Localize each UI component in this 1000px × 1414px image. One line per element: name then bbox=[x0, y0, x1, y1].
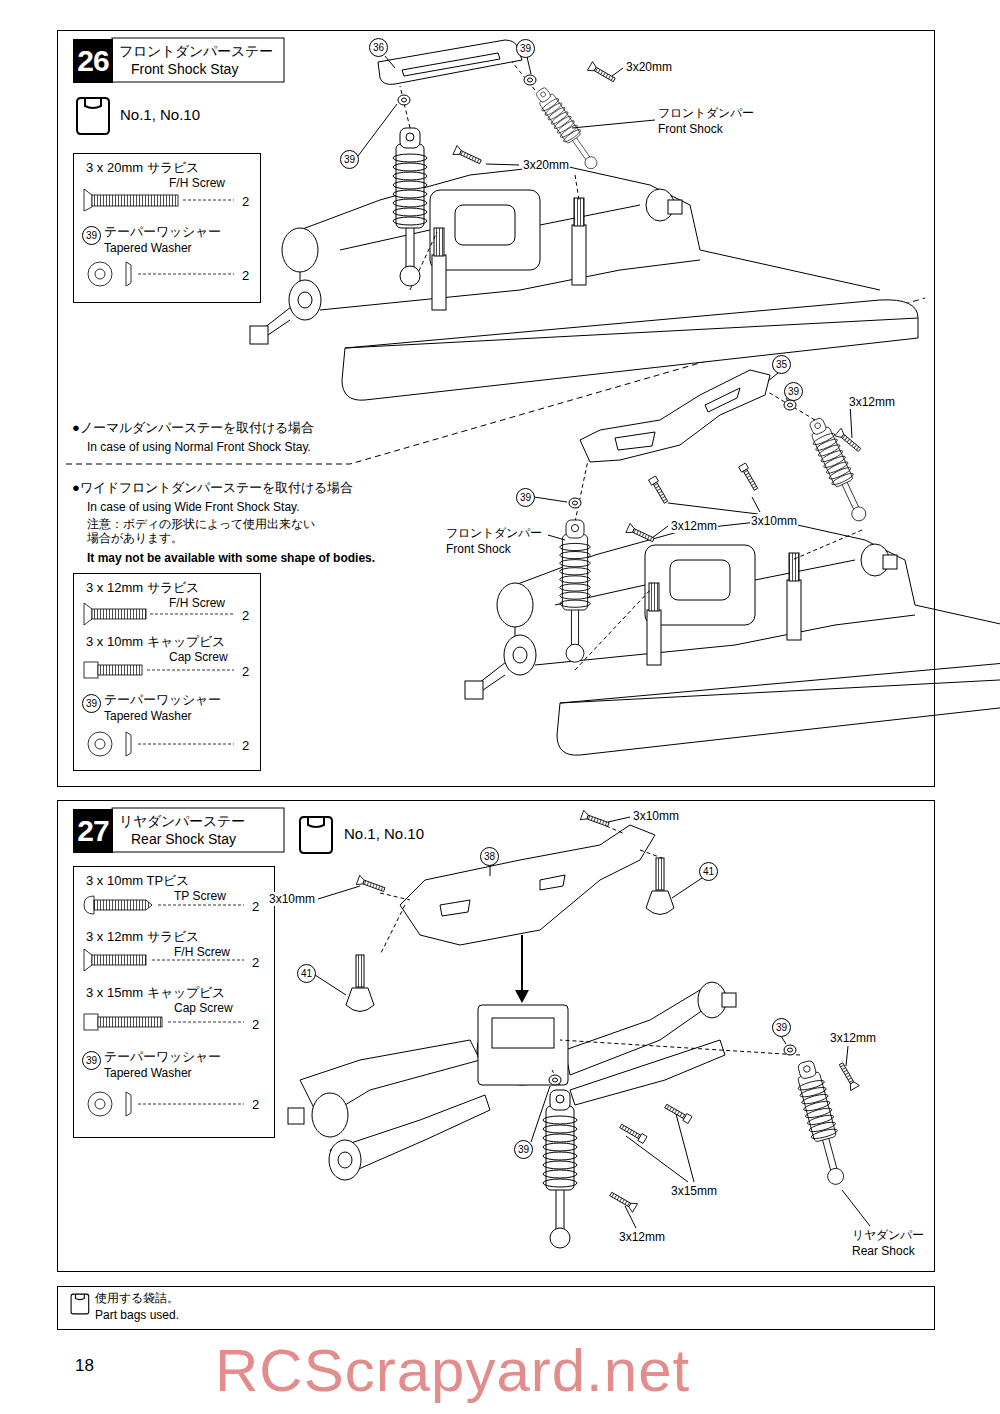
callout-number: 39 bbox=[82, 1051, 101, 1070]
part-name: テーパーワッシャー bbox=[104, 1049, 221, 1064]
part-count: 2 bbox=[240, 194, 251, 209]
note-box: 使用する袋詰。 Part bags used. bbox=[57, 1286, 935, 1330]
option-heading: ●ワイドフロントダンパーステーを取付ける場合 bbox=[72, 480, 353, 495]
part-label: リヤダンパー bbox=[851, 1228, 925, 1242]
screw-size: 3x15mm bbox=[670, 1184, 718, 1198]
watermark: RCScrapyard.net bbox=[215, 1338, 690, 1404]
part-name: F/H Screw bbox=[169, 176, 225, 190]
part-count: 2 bbox=[250, 1017, 261, 1032]
callout-number: 39 bbox=[516, 488, 535, 507]
part-name: F/H Screw bbox=[169, 596, 225, 610]
screw-size: 3x12mm bbox=[829, 1031, 877, 1045]
part-name: 3 x 12mm サラビス bbox=[86, 580, 199, 595]
part-count: 2 bbox=[240, 664, 251, 679]
callout-number: 39 bbox=[340, 150, 359, 169]
callout-number: 39 bbox=[514, 1140, 533, 1159]
screw-size: 3x10mm bbox=[268, 892, 316, 906]
parts-list: 3 x 12mm サラビスF/H Screw 2 3 x 10mm キャップビスCa… bbox=[73, 573, 261, 771]
part-label: フロントダンパー bbox=[445, 526, 543, 540]
part-name: Cap Screw bbox=[174, 1001, 233, 1015]
step-title: リヤダンパーステー bbox=[119, 813, 245, 829]
step-title: Front Shock Stay bbox=[131, 61, 238, 77]
part-name: 3 x 12mm サラビス bbox=[86, 929, 199, 944]
callout-number: 39 bbox=[784, 382, 803, 401]
part-count: 2 bbox=[240, 608, 251, 623]
caution-note: 注意：ボディの形状によって使用出来ない場合があります。 bbox=[87, 517, 325, 545]
callout-number: 38 bbox=[480, 847, 499, 866]
note-text: 使用する袋詰。 bbox=[95, 1291, 179, 1305]
screw-size: 3x10mm bbox=[750, 514, 798, 528]
step-title: フロントダンパーステー bbox=[119, 43, 273, 59]
callout-number: 41 bbox=[297, 964, 316, 983]
part-count: 2 bbox=[240, 738, 251, 753]
part-name: 3 x 10mm TPビス bbox=[86, 873, 189, 888]
part-name: 3 x 15mm キャップビス bbox=[86, 985, 225, 1000]
part-name: 3 x 20mm サラビス bbox=[86, 160, 199, 175]
part-name: テーパーワッシャー bbox=[104, 692, 221, 707]
part-count: 2 bbox=[250, 899, 261, 914]
screw-size: 3x20mm bbox=[522, 158, 570, 172]
callout-number: 35 bbox=[772, 355, 791, 374]
step-title: Rear Shock Stay bbox=[131, 831, 236, 847]
part-count: 2 bbox=[250, 1097, 261, 1112]
part-label: Front Shock bbox=[657, 122, 724, 136]
part-label: フロントダンパー bbox=[657, 106, 755, 120]
screw-size: 3x20mm bbox=[625, 60, 673, 74]
callout-number: 39 bbox=[772, 1018, 791, 1037]
callout-number: 36 bbox=[369, 38, 388, 57]
part-count: 2 bbox=[250, 955, 261, 970]
option-note: In case of using Wide Front Shock Stay. bbox=[87, 500, 300, 514]
callout-number: 41 bbox=[699, 862, 718, 881]
bag-number: No.1, No.10 bbox=[120, 106, 200, 124]
callout-number: 39 bbox=[82, 226, 101, 245]
screw-size: 3x12mm bbox=[848, 395, 896, 409]
parts-list: 3 x 10mm TPビスTP Screw 2 3 x 12mm サラビスF/H S… bbox=[73, 866, 275, 1138]
step-panel: 26 フロントダンパーステー Front Shock Stay 3 x 20mm サラ… bbox=[57, 30, 935, 787]
part-name: Tapered Washer bbox=[104, 1066, 192, 1080]
option-note: In case of using Normal Front Shock Stay… bbox=[87, 440, 311, 454]
screw-size: 3x12mm bbox=[670, 519, 718, 533]
part-name: テーパーワッシャー bbox=[104, 224, 221, 239]
parts-list: 3 x 20mm サラビスF/H Screw 2 39テーパーワッシャー Tapere… bbox=[73, 153, 261, 303]
part-count: 2 bbox=[240, 268, 251, 283]
part-name: 3 x 10mm キャップビス bbox=[86, 634, 225, 649]
part-label: Front Shock bbox=[445, 542, 512, 556]
option-heading: ●ノーマルダンパーステーを取付ける場合 bbox=[72, 420, 314, 435]
part-name: Tapered Washer bbox=[104, 241, 192, 255]
step-number: 26 bbox=[73, 39, 113, 83]
bag-number: No.1, No.10 bbox=[344, 825, 424, 843]
part-name: TP Screw bbox=[174, 889, 226, 903]
note-text: Part bags used. bbox=[95, 1308, 179, 1322]
page-number: 18 bbox=[75, 1356, 94, 1376]
part-name: Tapered Washer bbox=[104, 709, 192, 723]
screw-size: 3x10mm bbox=[632, 809, 680, 823]
callout-number: 39 bbox=[82, 694, 101, 713]
step-panel: 27リヤダンパーステーRear Shock Stay3 x 10mm TPビスT… bbox=[57, 800, 935, 1272]
callout-number: 39 bbox=[516, 39, 535, 58]
part-name: F/H Screw bbox=[174, 945, 230, 959]
screw-size: 3x12mm bbox=[618, 1230, 666, 1244]
part-label: Rear Shock bbox=[851, 1244, 916, 1258]
caution-note: It may not be available with some shape … bbox=[87, 551, 375, 565]
step-number: 27 bbox=[73, 809, 113, 853]
part-name: Cap Screw bbox=[169, 650, 228, 664]
